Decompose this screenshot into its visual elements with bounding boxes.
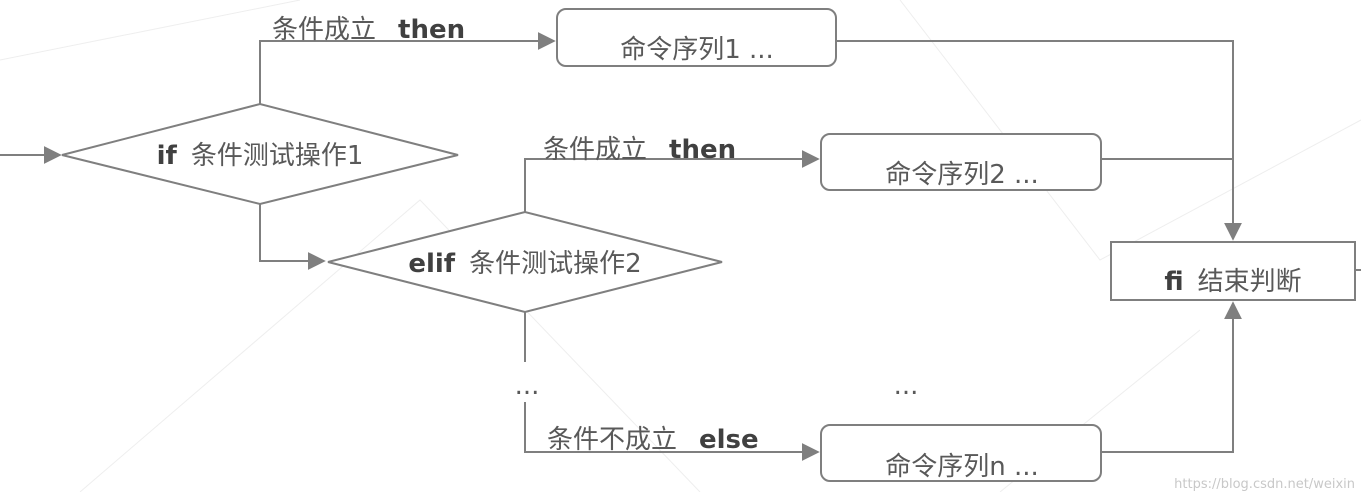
then-branch-1-connector: [259, 32, 556, 104]
elif-condition-text: 条件测试操作2: [469, 249, 642, 279]
fi-keyword: fi: [1164, 267, 1183, 297]
elif-node-label: elif 条件测试操作2: [408, 249, 641, 279]
ellipsis-middle: ...: [894, 371, 919, 401]
command-sequence-1-label: 命令序列1 ...: [620, 35, 774, 65]
else-branch-text: 条件不成立: [547, 425, 677, 455]
elif-condition-node: elif 条件测试操作2: [327, 210, 723, 314]
cmd1-to-fi-connector: [836, 40, 1242, 241]
command-sequence-n-node: 命令序列n ...: [820, 424, 1102, 482]
fi-end-node: fi 结束判断: [1110, 241, 1356, 301]
ellipsis-left: ...: [515, 371, 540, 401]
if-keyword: if: [157, 141, 178, 171]
then-branch-2-label: 条件成立 then: [543, 135, 736, 165]
elif-keyword: elif: [408, 249, 455, 279]
else-branch-keyword: else: [699, 425, 759, 455]
command-sequence-2-node: 命令序列2 ...: [820, 133, 1102, 191]
then-branch-2-text: 条件成立: [543, 135, 647, 165]
if-condition-node: if 条件测试操作1: [61, 102, 459, 206]
else-branch-label: 条件不成立 else: [547, 425, 759, 455]
if-diamond-shape: [61, 102, 459, 206]
cmdn-to-fi-connector: [1101, 301, 1242, 453]
command-sequence-2-label: 命令序列2 ...: [885, 160, 1039, 190]
if-to-elif-connector: [259, 204, 326, 270]
then-branch-1-label: 条件成立 then: [272, 15, 465, 45]
watermark-text: https://blog.csdn.net/weixin: [1174, 477, 1355, 492]
then-branch-2-connector: [524, 150, 820, 212]
then-branch-1-keyword: then: [398, 15, 465, 45]
command-sequence-2-box: [820, 133, 1102, 191]
fi-box: [1110, 241, 1356, 301]
then-branch-1-text: 条件成立: [272, 15, 376, 45]
fi-node-label: fi 结束判断: [1164, 267, 1301, 297]
fi-node-text: 结束判断: [1198, 267, 1302, 297]
command-sequence-1-node: 命令序列1 ...: [556, 8, 837, 67]
else-branch-connector: [524, 402, 820, 461]
command-sequence-1-box: [556, 8, 837, 67]
if-node-label: if 条件测试操作1: [157, 141, 364, 171]
then-branch-2-keyword: then: [669, 135, 736, 165]
elif-diamond-shape: [327, 210, 723, 314]
if-condition-text: 条件测试操作1: [191, 141, 364, 171]
command-sequence-n-label: 命令序列n ...: [885, 452, 1039, 482]
